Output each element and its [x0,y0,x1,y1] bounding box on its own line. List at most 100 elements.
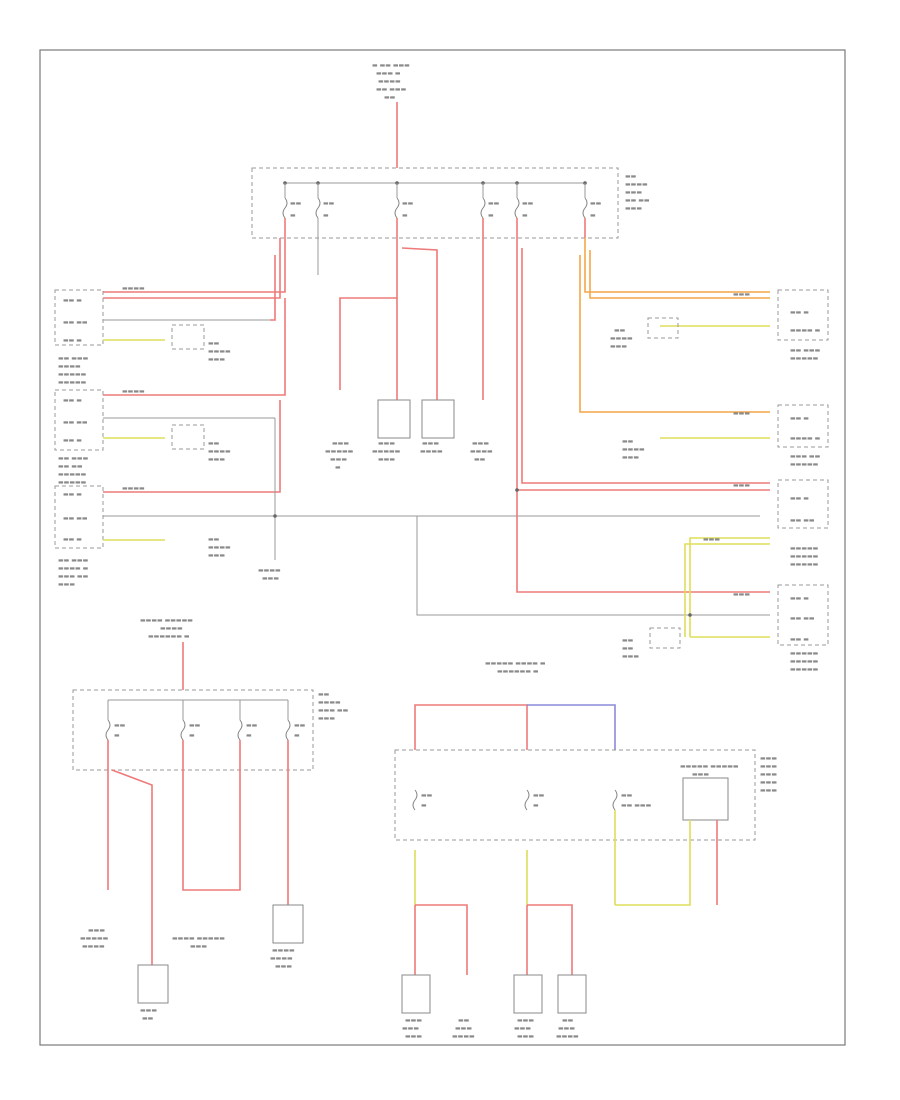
lower-right-component-3 [557,974,587,1014]
svg-text:▬▬▬: ▬▬▬ [88,927,105,934]
svg-text:▬▬▬▬▬: ▬▬▬▬▬ [790,658,819,665]
lower-right-feed-blue [527,704,616,750]
svg-text:▬▬▬: ▬▬▬ [402,1025,419,1032]
svg-text:▬: ▬ [323,212,329,219]
upper-fuse-1: ▬▬▬ [282,181,302,238]
svg-text:▬▬▬: ▬▬▬ [622,454,639,461]
svg-text:▬▬▬▬▬: ▬▬▬▬▬ [58,479,87,486]
wire-right-yel-1 [689,537,770,637]
svg-text:▬▬▬: ▬▬▬ [760,779,777,786]
svg-text:▬▬▬: ▬▬▬ [625,205,642,212]
svg-text:▬▬: ▬▬ [208,340,220,347]
svg-text:▬▬: ▬▬ [458,1017,470,1024]
upper-fuse-3: ▬▬▬ [394,181,414,240]
svg-text:▬▬ ▬: ▬▬ ▬ [790,636,809,643]
svg-text:▬▬▬: ▬▬▬ [733,591,750,598]
svg-text:▬▬ ▬: ▬▬ ▬ [63,397,82,404]
wire-center-gray [416,516,760,616]
svg-text:▬▬▬: ▬▬▬ [692,771,709,778]
svg-text:▬▬ ▬: ▬▬ ▬ [790,415,809,422]
left-connector-mid [54,389,104,451]
wire-left-b [103,238,281,299]
svg-text:▬▬▬▬▬: ▬▬▬▬▬ [790,553,819,560]
svg-text:▬▬ ▬▬: ▬▬ ▬▬ [63,515,88,522]
svg-text:▬▬▬: ▬▬▬ [405,1033,422,1040]
svg-text:▬▬▬▬: ▬▬▬▬ [208,448,231,455]
svg-text:▬▬ ▬: ▬▬ ▬ [63,491,82,498]
svg-text:▬: ▬ [189,732,195,739]
left-pin-labels: ▬▬ ▬ ▬▬ ▬▬ ▬▬ ▬ ▬▬ ▬ ▬▬ ▬▬ ▬▬ ▬ ▬▬ ▬ ▬▬ … [63,297,88,543]
svg-text:▬▬ ▬▬: ▬▬ ▬▬ [790,615,815,622]
right-switch-1 [647,317,679,339]
svg-text:▬▬: ▬▬ [318,691,330,698]
svg-text:▬▬▬ ▬: ▬▬▬ ▬ [376,70,401,77]
svg-text:▬▬▬▬▬: ▬▬▬▬▬ [58,371,87,378]
left-switch-2 [171,424,205,450]
svg-text:▬ ▬▬ ▬▬▬: ▬ ▬▬ ▬▬▬ [372,62,410,69]
svg-text:▬▬: ▬▬ [522,200,534,207]
svg-text:▬▬: ▬▬ [562,1017,574,1024]
svg-text:▬▬▬: ▬▬▬ [625,189,642,196]
svg-text:▬▬▬▬▬: ▬▬▬▬▬ [790,561,819,568]
left-switch-labels: ▬▬▬▬▬▬▬▬▬ ▬▬▬▬▬▬▬▬▬ ▬▬▬▬▬▬▬▬▬ [208,340,231,559]
wire-right-org-2 [589,250,770,299]
svg-text:▬▬▬: ▬▬▬ [422,440,439,447]
upper-fuse-5: ▬▬▬ [514,181,534,238]
svg-text:▬▬: ▬▬ [622,438,634,445]
svg-text:▬▬▬: ▬▬▬ [378,440,395,447]
svg-text:▬▬▬: ▬▬▬ [517,1033,534,1040]
svg-text:▬▬▬: ▬▬▬ [332,440,349,447]
right-switch-2 [649,627,681,649]
svg-text:▬▬: ▬▬ [488,200,500,207]
right-connector-mid [777,404,829,448]
svg-text:▬▬ ▬: ▬▬ ▬ [790,309,809,316]
svg-text:▬▬ ▬: ▬▬ ▬ [790,595,809,602]
svg-text:▬▬ ▬: ▬▬ ▬ [63,536,82,543]
wire-left-c [270,255,276,321]
svg-text:▬: ▬ [533,802,539,809]
svg-text:▬▬ ▬▬▬: ▬▬ ▬▬▬ [790,347,821,354]
left-connector-label-3: ▬▬ ▬▬▬ ▬▬▬▬ ▬ ▬▬▬ ▬▬ ▬▬▬ [58,557,89,588]
svg-text:▬▬▬▬: ▬▬▬▬ [122,388,145,395]
svg-text:▬▬▬▬: ▬▬▬▬ [122,485,145,492]
svg-text:▬▬▬▬▬: ▬▬▬▬▬ [790,650,819,657]
svg-text:▬▬▬▬ ▬: ▬▬▬▬ ▬ [58,565,89,572]
svg-text:▬▬▬▬ ▬: ▬▬▬▬ ▬ [790,327,821,334]
wire-right-red-2 [521,248,770,484]
svg-text:▬▬▬: ▬▬▬ [703,536,720,543]
svg-text:▬▬▬▬: ▬▬▬▬ [82,943,105,950]
svg-text:▬: ▬ [522,212,528,219]
lower-left-fuses: ▬▬▬ ▬▬▬ ▬▬▬ ▬▬▬ [105,700,306,741]
svg-text:▬▬▬: ▬▬▬ [58,581,75,588]
right-connector-labels: ▬▬ ▬▬▬▬▬▬▬▬ ▬▬▬ ▬▬▬▬▬▬▬ ▬▬▬▬▬▬▬▬▬▬▬▬▬▬▬ … [790,347,821,673]
svg-text:▬▬ ▬▬▬: ▬▬ ▬▬▬ [376,86,407,93]
svg-text:▬▬▬▬: ▬▬▬▬ [318,699,341,706]
upper-fuse-6: ▬▬▬ [582,181,602,238]
wire-tags-right: ▬▬▬ ▬▬▬ ▬▬▬ ▬▬▬ ▬▬▬ [703,291,750,598]
svg-text:▬▬ ▬▬▬: ▬▬ ▬▬▬ [58,355,89,362]
svg-text:▬▬ ▬▬: ▬▬ ▬▬ [63,419,88,426]
svg-text:▬▬▬ ▬▬: ▬▬▬ ▬▬ [790,453,821,460]
svg-text:▬▬▬ ▬▬: ▬▬▬ ▬▬ [318,707,349,714]
lower-right-wires [414,810,718,975]
svg-text:▬▬▬▬: ▬▬▬▬ [470,448,493,455]
svg-text:▬▬▬▬▬: ▬▬▬▬▬ [790,355,819,362]
svg-text:▬▬▬▬▬▬ ▬: ▬▬▬▬▬▬ ▬ [148,633,190,640]
lower-left-component-2 [272,904,304,944]
wire-left-e [103,400,281,493]
lower-left-fuse-box [72,689,314,771]
wire-left-d [103,298,286,396]
svg-text:▬▬▬▬▬: ▬▬▬▬▬ [58,471,87,478]
svg-text:▬: ▬ [421,802,427,809]
svg-text:▬▬: ▬▬ [621,792,633,799]
svg-text:▬▬: ▬▬ [590,200,602,207]
svg-text:▬▬▬▬: ▬▬▬▬ [258,567,281,574]
svg-text:▬▬▬▬▬▬ ▬: ▬▬▬▬▬▬ ▬ [497,668,539,675]
left-switch-1 [171,324,205,350]
svg-text:▬▬▬: ▬▬▬ [760,763,777,770]
lower-right-source-label: ▬▬▬▬▬ ▬▬▬▬ ▬ ▬▬▬▬▬▬ ▬ [485,660,546,675]
svg-text:▬▬: ▬▬ [290,200,302,207]
svg-text:▬▬▬: ▬▬▬ [455,1025,472,1032]
svg-text:▬▬▬▬: ▬▬▬▬ [420,448,443,455]
